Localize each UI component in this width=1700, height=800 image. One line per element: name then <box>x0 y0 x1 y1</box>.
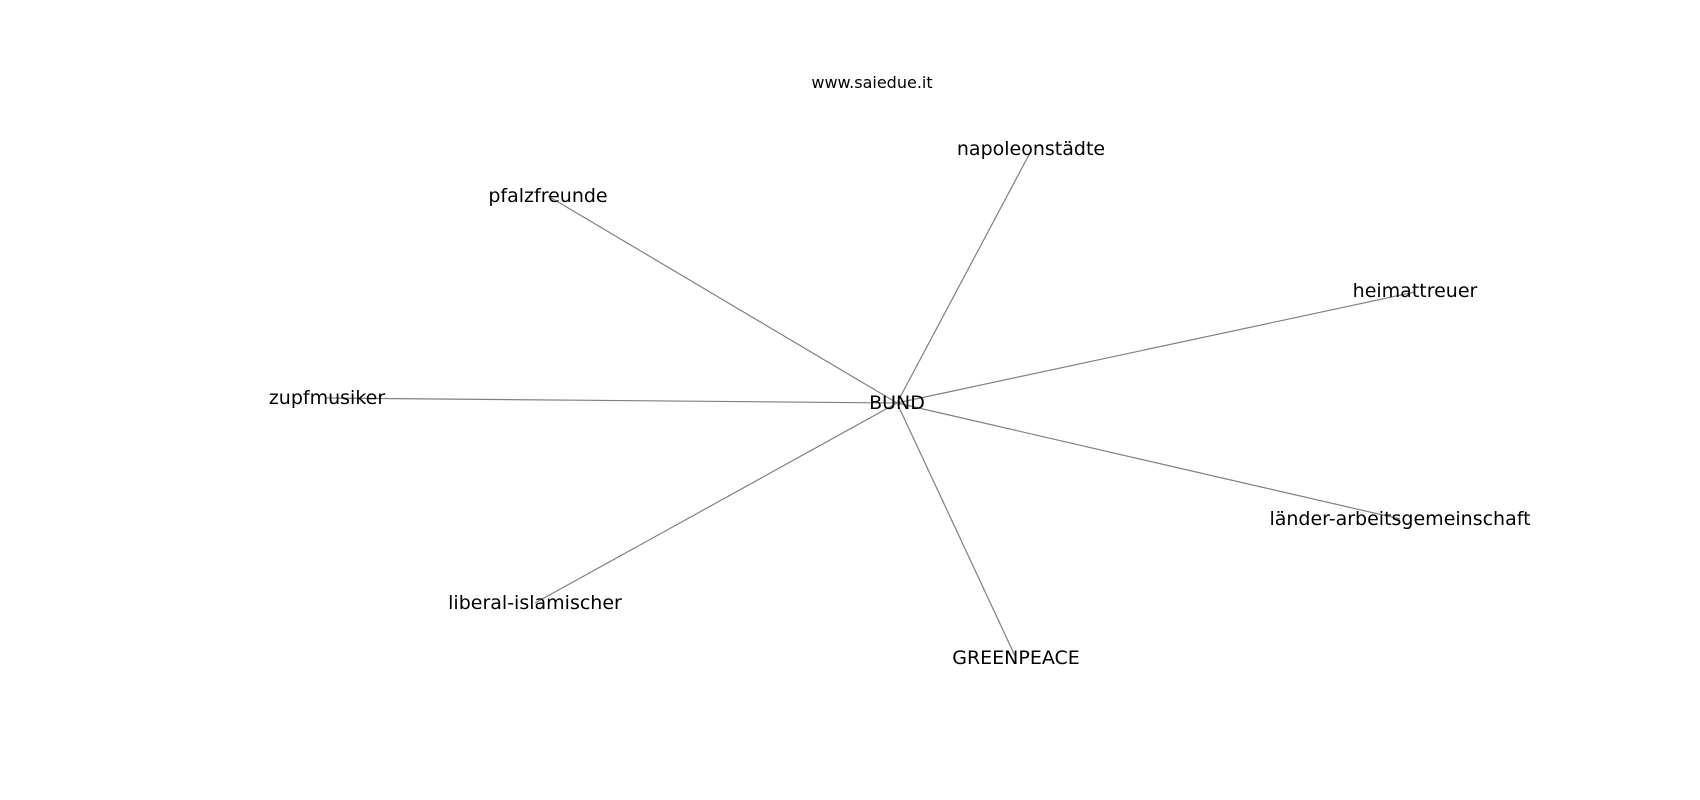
edge-bund-liberal <box>534 402 898 604</box>
edge-bund-napoleonstadte <box>896 150 1032 404</box>
edge-bund-greenpeace <box>896 402 1017 659</box>
node-label-bund: BUND <box>869 392 925 414</box>
node-label-heimattreuer: heimattreuer <box>1353 280 1478 302</box>
node-label-greenpeace: GREENPEACE <box>952 647 1080 669</box>
graph-edges <box>326 150 1416 659</box>
graph-nodes: BUND napoleonstädte pfalzfreunde heimattreu… <box>269 138 1530 669</box>
node-label-liberal: liberal-islamischer <box>448 592 622 614</box>
node-label-pfalzfreunde: pfalzfreunde <box>488 185 607 207</box>
edge-bund-lander <box>896 402 1401 520</box>
graph-title: www.saiedue.it <box>811 73 932 92</box>
node-label-zupfmusiker: zupfmusiker <box>269 387 386 409</box>
edge-bund-heimattreuer <box>896 291 1416 404</box>
node-label-lander: länder-arbeitsgemeinschaft <box>1269 508 1530 530</box>
node-label-napoleonstadte: napoleonstädte <box>957 138 1105 160</box>
edge-bund-zupfmusiker <box>326 397 898 404</box>
edge-bund-pfalzfreunde <box>547 195 898 404</box>
